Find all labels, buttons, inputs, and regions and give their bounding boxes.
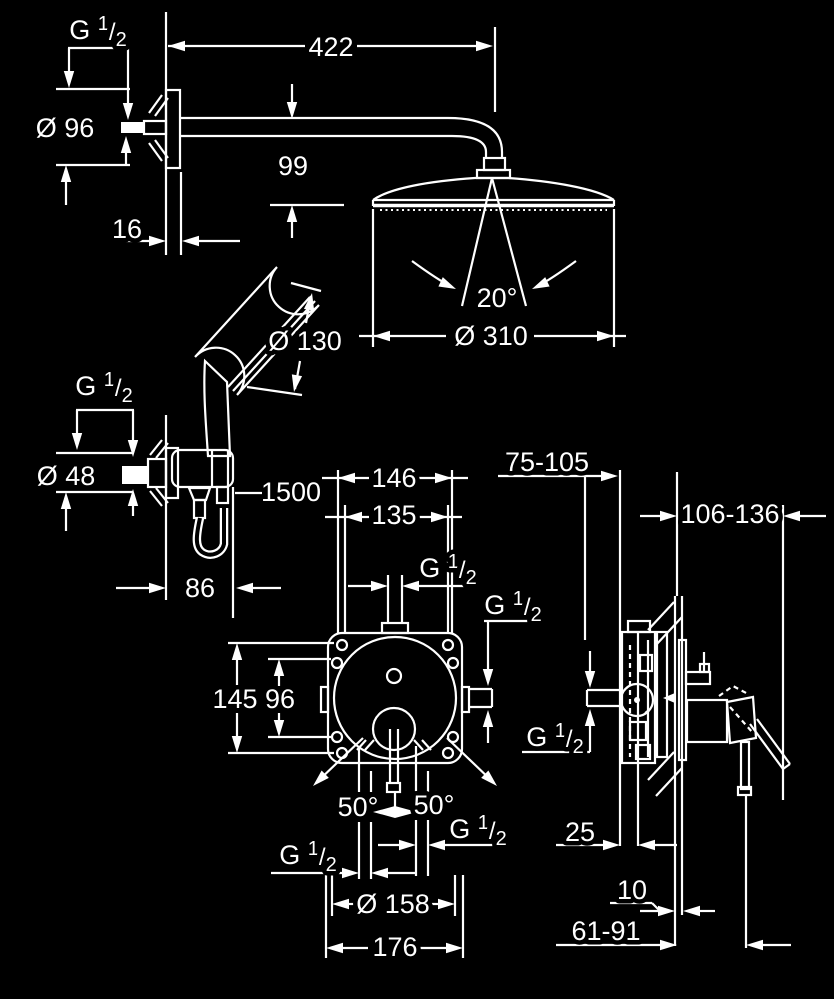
dim-99 <box>270 84 344 238</box>
dim-label-thread-shower-arm: G 1/2 <box>69 13 126 51</box>
dim-dia-310 <box>359 209 626 347</box>
dimension-labels: G 1/2 Ø 96 16 422 99 20° Ø 310 Ø 130 G 1/2 Ø 48 15… <box>31 9 784 967</box>
dim-label-dim-box-total-width: 176 <box>372 932 417 962</box>
dim-16 <box>114 172 240 255</box>
dim-label-thread-holder: G 1/2 <box>75 369 132 407</box>
dim-label-dim-screw-spacing-v-inner: 96 <box>265 684 295 714</box>
dim-label-thread-bottom-right: G 1/2 <box>449 812 506 850</box>
dim-61-91 <box>556 938 791 952</box>
dim-75-105 <box>498 469 620 483</box>
dim-label-angle-spray: 20° <box>477 283 518 313</box>
dim-g12-arm <box>62 46 135 164</box>
head-shower-view <box>371 176 616 307</box>
dim-label-dim-rosette-depth: 16 <box>112 214 142 244</box>
dim-label-dim-holder-projection: 86 <box>185 573 215 603</box>
arm-wall-thread <box>142 119 168 136</box>
dim-label-dim-hose-length: 1500 <box>261 477 321 507</box>
dim-86 <box>116 581 281 595</box>
dim-label-dim-depth-range-box: 75-105 <box>505 447 589 477</box>
dim-dia-130 <box>246 281 322 397</box>
dim-dia-96 <box>56 87 130 205</box>
dim-g12-side <box>522 651 597 754</box>
hand-shower-view <box>122 266 320 618</box>
shower-arm-pipe <box>180 116 504 158</box>
dim-label-dim-depth-range-handle: 106-136 <box>680 499 779 529</box>
lever-handle-knob <box>725 695 758 745</box>
dim-label-angle-port-left: 50° <box>338 792 379 822</box>
dim-label-dim-wall-covering: 10 <box>617 875 647 905</box>
dim-145 <box>228 641 334 755</box>
hand-shower-handle <box>203 358 232 458</box>
dim-label-dim-box-depth: 25 <box>565 817 595 847</box>
dim-dia-158 <box>330 875 457 916</box>
dim-96 <box>268 657 331 739</box>
dim-label-dia-holder-rosette: Ø 48 <box>37 461 96 491</box>
dim-label-dia-arm-rosette: Ø 96 <box>36 113 95 143</box>
valve-body-side <box>685 698 729 744</box>
dim-label-dim-head-drop: 99 <box>278 151 308 181</box>
dim-label-dia-trim-plate: Ø 158 <box>356 889 430 919</box>
dim-angle-50 <box>308 737 502 818</box>
dim-25 <box>556 838 677 852</box>
dim-g12-bottom-right <box>378 838 510 852</box>
dim-label-thread-side-outlet: G 1/2 <box>484 588 541 626</box>
dim-label-angle-port-right: 50° <box>414 790 455 820</box>
dim-146 <box>322 471 468 485</box>
dim-label-thread-bottom-left: G 1/2 <box>279 838 336 876</box>
dim-106-136 <box>640 509 826 523</box>
dim-label-dim-handle-range: 61-91 <box>571 916 640 946</box>
dim-176 <box>324 875 465 958</box>
dim-label-dim-screw-spacing-h: 135 <box>371 500 416 530</box>
cartridge-spindle <box>371 706 417 752</box>
dim-10 <box>610 901 715 918</box>
dim-g12-bottom-left <box>271 866 416 880</box>
dim-label-thread-top-outlet: G 1/2 <box>419 551 476 589</box>
holder-wall-thread <box>146 457 168 489</box>
dim-dia-48 <box>56 451 133 531</box>
dim-422 <box>166 27 497 112</box>
rough-in-box <box>326 631 464 765</box>
mixer-side-view <box>498 469 826 952</box>
dim-label-dia-head-shower: Ø 310 <box>454 321 528 351</box>
dim-label-dim-box-width-outer: 146 <box>371 463 416 493</box>
dim-label-thread-side-view-port: G 1/2 <box>526 720 583 758</box>
mixer-body-circle <box>332 635 458 761</box>
mixer-front-view <box>228 470 542 958</box>
shower-hose <box>192 508 229 559</box>
lever-handle <box>749 723 784 770</box>
dim-label-dia-hand-shower: Ø 130 <box>268 326 342 356</box>
dim-g12-holder <box>70 408 140 516</box>
cartridge-side <box>619 682 655 718</box>
dim-g12-top <box>348 579 477 593</box>
dim-label-dim-arm-projection: 422 <box>308 32 353 62</box>
hand-shower-head <box>194 266 320 396</box>
dim-135 <box>325 510 462 524</box>
arm-connector-nut <box>482 156 507 172</box>
dim-label-dim-screw-spacing-v-outer: 145 <box>212 684 257 714</box>
dim-g12-right <box>481 619 542 743</box>
